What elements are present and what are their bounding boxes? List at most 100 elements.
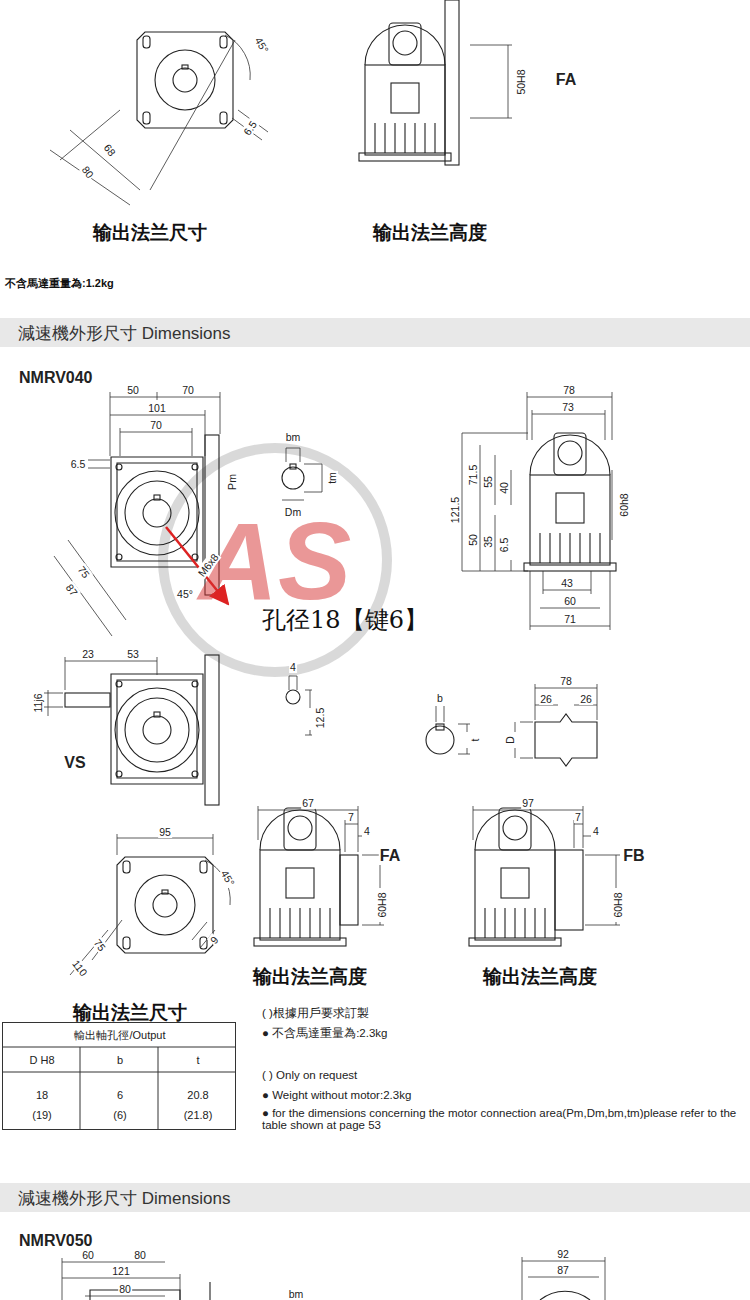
section-heading: 減速機外形尺寸 Dimensions (18, 1186, 231, 1209)
drawing-line (527, 392, 612, 440)
drawing-line (111, 674, 203, 784)
drawing-line (359, 23, 451, 161)
dimension-text: 75 (75, 563, 93, 581)
dimension-text: 45° (218, 867, 237, 888)
dimension-text: 53 (126, 648, 140, 660)
note-text: ( ) Only on request (262, 1069, 357, 1081)
dimension-text: 55 (482, 475, 494, 489)
dimension-text: D (504, 735, 516, 745)
dimension-text: 40 (498, 481, 510, 495)
watermark: AS (199, 497, 352, 624)
drawing-line (436, 706, 470, 754)
drawing-line (282, 467, 304, 489)
dimension-text: 11j6 (32, 692, 44, 713)
table-cell: b (117, 1054, 123, 1066)
view-label: FB (622, 847, 645, 865)
table-rule (80, 1047, 81, 1129)
view-label: FA (379, 847, 401, 865)
drawing-line (258, 806, 384, 925)
drawing-line (515, 684, 597, 758)
section-heading: 減速機外形尺寸 Dimensions (18, 321, 231, 344)
drawing-line (462, 433, 612, 571)
drawing-line (445, 0, 459, 165)
drawing-line (254, 808, 346, 946)
drawing-line (44, 657, 157, 716)
output-table: 輸出軸孔徑/OutputD H8bt18620.8(19)(6)(21.8) (2, 1022, 236, 1130)
dimension-text: 78 (559, 675, 573, 687)
drawing-line (70, 834, 215, 975)
table-cell: (19) (32, 1109, 52, 1121)
dimension-text: 70 (181, 384, 195, 396)
drawing-line (225, 35, 250, 80)
dimension-text: 60H8 (376, 891, 388, 918)
dimension-text: 97 (521, 797, 535, 809)
drawing-line (54, 460, 126, 636)
dimension-text: Dm (284, 506, 302, 518)
drawing-line (530, 571, 610, 630)
drawing-line (65, 693, 110, 707)
table-cell: 18 (36, 1089, 48, 1101)
dimension-text: 75 (91, 936, 109, 954)
dimension-text: 68 (101, 141, 119, 159)
dimension-text: 26 (579, 693, 593, 705)
view-label: FA (555, 71, 577, 89)
table-cell: (6) (113, 1109, 126, 1121)
note-text: ● Weight without motor:2.3kg (262, 1089, 411, 1101)
dimension-text: 45° (176, 588, 194, 600)
note-text: ( )根據用戶要求訂製 (262, 1006, 369, 1021)
dimension-text: 6.5 (70, 458, 87, 470)
drawing-line (535, 714, 597, 766)
drawing-line (62, 1258, 180, 1300)
drawing-line (555, 850, 583, 930)
dimension-text: 60h8 (618, 492, 630, 517)
dimension-text: 50 (126, 384, 140, 396)
dimension-text: 4 (289, 661, 297, 673)
drawing-line (50, 40, 268, 205)
note-text: ● 不含馬達重量為:2.3kg (262, 1026, 387, 1041)
table-rule (158, 1047, 159, 1129)
dimension-text: 23 (81, 648, 95, 660)
caption-text: 输出法兰高度 (483, 964, 597, 990)
dimension-text: 92 (556, 1248, 570, 1260)
table-cell: t (196, 1054, 199, 1066)
drawing-line (205, 655, 219, 805)
view-label: NMRV040 (18, 369, 94, 387)
caption-text: 输出法兰高度 (253, 964, 367, 990)
table-cell: D H8 (29, 1054, 54, 1066)
dimension-text: 6.5 (240, 118, 259, 138)
dimension-text: 87 (63, 581, 81, 599)
note-text: ● for the dimensions concerning the moto… (262, 1107, 747, 1131)
drawing-line (473, 806, 620, 925)
dimension-text: 26 (539, 693, 553, 705)
dimension-text: tm (326, 471, 338, 485)
drawing-line (110, 392, 220, 456)
drawing-line (522, 1257, 605, 1300)
table-rule (3, 1072, 235, 1073)
drawing-line (469, 808, 561, 946)
dimension-text: 9 (207, 933, 221, 947)
drawing-line (540, 1291, 590, 1300)
drawing-line (524, 433, 616, 571)
section-band: 減速機外形尺寸 Dimensions (0, 318, 750, 347)
dimension-text: 80 (133, 1249, 147, 1261)
drawing-line (90, 1282, 210, 1300)
drawing-line (111, 457, 203, 567)
dimension-text: 60 (81, 1249, 95, 1261)
dimension-text: 35 (482, 535, 494, 549)
dimension-text: 70 (149, 419, 163, 431)
dimension-text: 4 (363, 825, 371, 837)
dimension-text: 6.5 (498, 537, 510, 554)
drawing-line (340, 855, 358, 925)
table-cell: (21.8) (184, 1109, 213, 1121)
caption-text: 输出法兰高度 (373, 220, 487, 246)
dimension-text: 80 (118, 1283, 132, 1295)
drawing-line (470, 45, 512, 118)
table-rule (3, 1047, 235, 1048)
dimension-text: 71.5 (467, 464, 479, 486)
callout-text: 孔径18【键6】 (262, 604, 428, 636)
dimension-text: 67 (301, 797, 315, 809)
dimension-text: 7 (347, 811, 355, 823)
dimension-text: 78 (562, 384, 576, 396)
drawing-line (282, 448, 322, 500)
dimension-text: bm (288, 1288, 305, 1300)
